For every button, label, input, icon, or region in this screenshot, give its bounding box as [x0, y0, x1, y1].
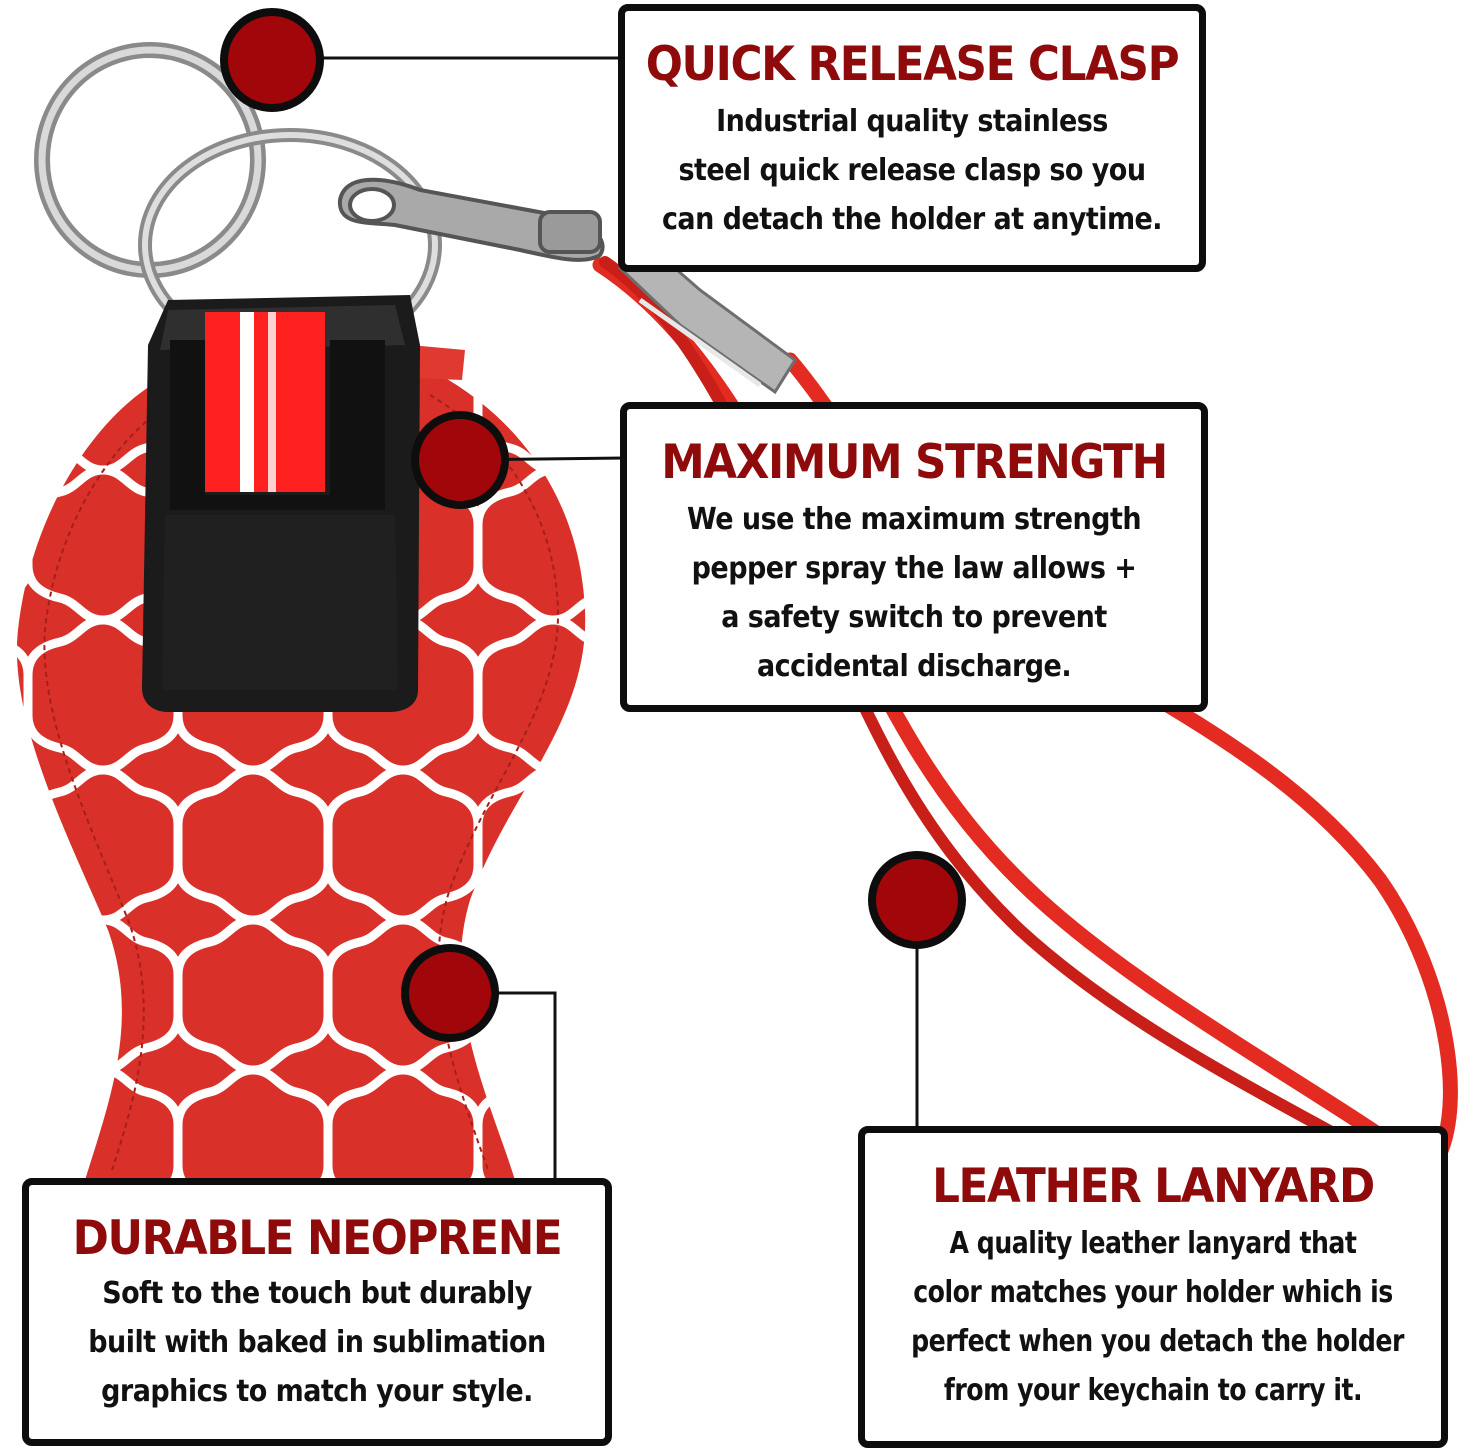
callout-title: LEATHER LANYARD — [932, 1159, 1375, 1214]
callout-text: A quality leather lanyard that color mat… — [911, 1219, 1404, 1415]
callout-max-strength: MAXIMUM STRENGTH We use the maximum stre… — [620, 402, 1208, 712]
callout-line: can detach the holder at anytime. — [661, 202, 1163, 237]
callout-line: pepper spray the law allows + — [691, 551, 1137, 586]
callout-line: Soft to the touch but durably — [102, 1276, 532, 1311]
callout-line: graphics to match your style. — [101, 1374, 533, 1409]
callout-line: Industrial quality stainless — [716, 104, 1108, 139]
marker-dot-max-strength — [411, 411, 509, 509]
callout-lanyard: LEATHER LANYARD A quality leather lanyar… — [858, 1126, 1448, 1448]
callout-text: Soft to the touch but durably built with… — [58, 1269, 576, 1416]
callout-neoprene: DURABLE NEOPRENE Soft to the touch but d… — [22, 1178, 612, 1446]
callout-quick-release: QUICK RELEASE CLASP Industrial quality s… — [618, 4, 1206, 272]
marker-dot-quick-release — [220, 8, 324, 112]
callout-line: steel quick release clasp so you — [678, 153, 1146, 188]
callout-title: MAXIMUM STRENGTH — [661, 435, 1168, 490]
callout-line: accidental discharge. — [756, 649, 1072, 684]
callout-line: built with baked in sublimation — [88, 1325, 546, 1360]
callout-text: We use the maximum strength pepper spray… — [656, 495, 1173, 691]
callout-line: from your keychain to carry it. — [943, 1373, 1363, 1408]
callout-line: A quality leather lanyard that — [949, 1226, 1357, 1261]
callout-text: Industrial quality stainless steel quick… — [654, 97, 1171, 244]
callout-title: DURABLE NEOPRENE — [72, 1211, 563, 1266]
lanyard-strap — [592, 256, 1458, 1191]
quick-release-clasp — [337, 177, 605, 262]
marker-dots — [220, 8, 966, 1042]
marker-dot-lanyard — [868, 851, 966, 949]
pepper-spray-canister — [142, 295, 420, 712]
callout-line: color matches your holder which is — [913, 1275, 1393, 1310]
callout-line: We use the maximum strength — [687, 502, 1142, 537]
marker-dot-neoprene — [401, 944, 499, 1042]
callout-title: QUICK RELEASE CLASP — [645, 37, 1180, 92]
callout-line: a safety switch to prevent — [721, 600, 1107, 635]
callout-line: perfect when you detach the holder — [911, 1324, 1404, 1359]
